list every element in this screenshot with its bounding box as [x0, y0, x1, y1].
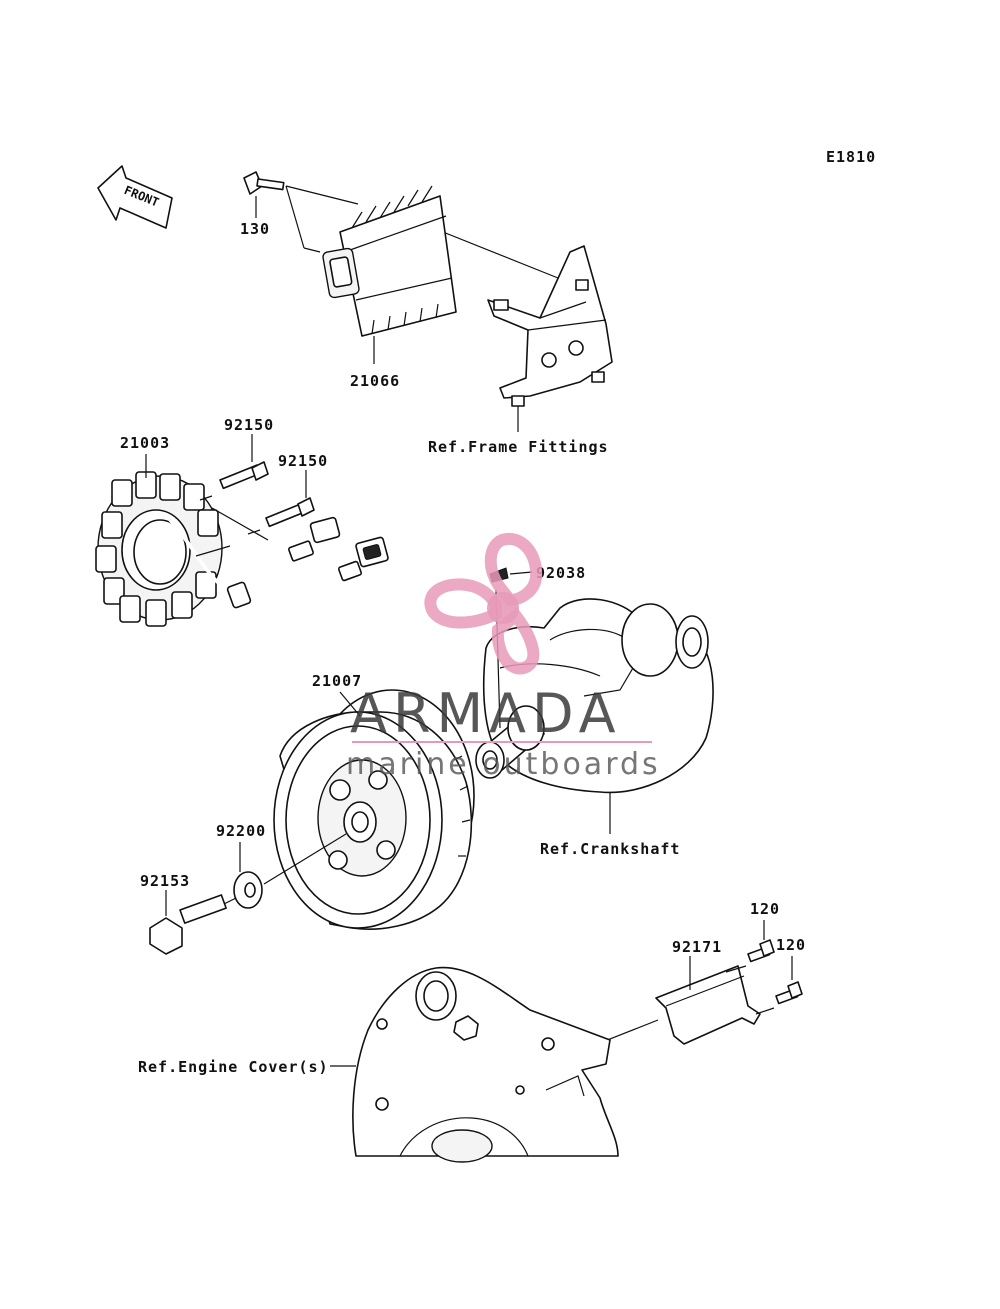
part-number-21007: 21007 [312, 672, 362, 690]
bolt-92150-upper-icon [219, 461, 269, 490]
part-number-120-upper: 120 [750, 900, 780, 918]
stator-assembly [95, 471, 389, 627]
part-number-21066: 21066 [350, 372, 400, 390]
propeller-logo-icon [424, 532, 543, 675]
screw-120-lower-icon [775, 981, 803, 1005]
cover-plate-92171 [655, 965, 761, 1045]
armada-watermark: ARMADA marine outboards [346, 532, 661, 782]
part-number-92200: 92200 [216, 822, 266, 840]
part-number-92038: 92038 [536, 564, 586, 582]
part-number-92171: 92171 [672, 938, 722, 956]
part-number-92150-upper: 92150 [224, 416, 274, 434]
part-number-92153: 92153 [140, 872, 190, 890]
part-number-130: 130 [240, 220, 270, 238]
part-number-120-lower: 120 [776, 936, 806, 954]
crankshaft-assembly [475, 598, 714, 834]
engine-cover [352, 966, 619, 1163]
screw-120-upper-icon [747, 939, 775, 963]
frame-fitting-bracket [487, 245, 613, 432]
ref-crankshaft: Ref.Crankshaft [540, 840, 680, 858]
front-direction-arrow: FRONT [97, 165, 173, 229]
washer-92200-icon [233, 871, 263, 909]
regulator-rectifier [243, 171, 559, 364]
bolt-130-icon [243, 171, 285, 195]
part-number-92150-lower: 92150 [278, 452, 328, 470]
ref-engine-cover: Ref.Engine Cover(s) [138, 1058, 329, 1076]
bolt-92150-lower-icon [265, 497, 315, 528]
diagram-code: E1810 [826, 148, 876, 166]
part-number-21003: 21003 [120, 434, 170, 452]
bolt-92153-icon [149, 894, 227, 955]
ref-frame-fittings: Ref.Frame Fittings [428, 438, 609, 456]
watermark-tagline: marine outboards [346, 747, 661, 782]
watermark-brand: ARMADA [350, 682, 622, 745]
